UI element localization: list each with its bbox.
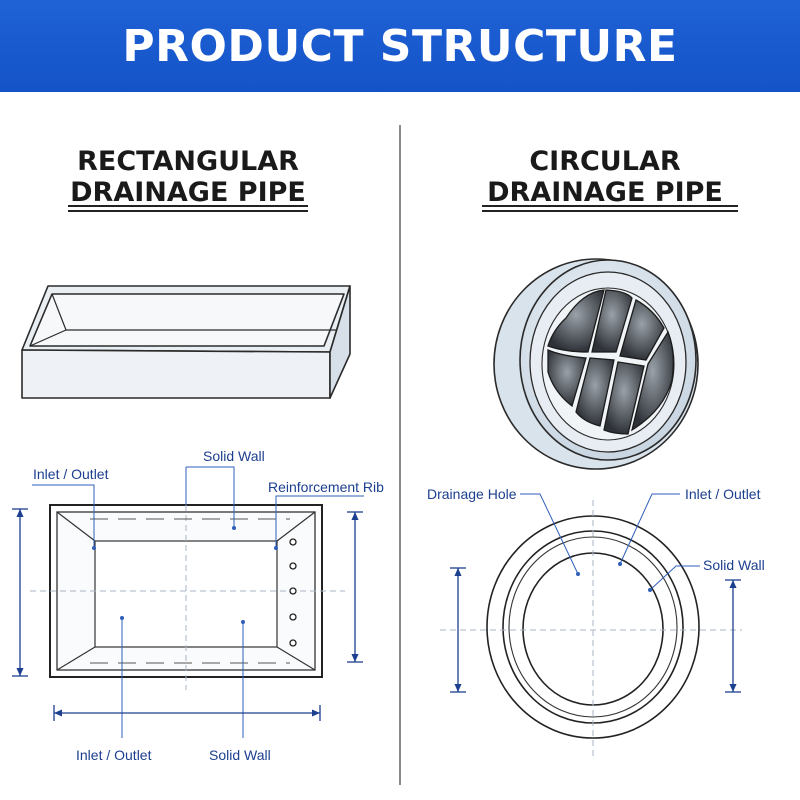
- circular-cross-section: [440, 493, 742, 760]
- rectangular-title-line1: RECTANGULAR: [77, 146, 299, 177]
- circular-title-rule-top: [482, 205, 738, 207]
- grille-openings: [547, 289, 674, 435]
- circular-title-line2: DRAINAGE PIPE: [487, 177, 723, 208]
- label-solid-wall-circular: Solid Wall: [703, 557, 765, 573]
- circular-title-rule-bottom: [482, 210, 738, 212]
- page-title: PRODUCT STRUCTURE: [122, 20, 678, 72]
- column-divider: [399, 125, 401, 785]
- circular-pipe-3d: [493, 258, 699, 470]
- rectangular-title-line2: DRAINAGE PIPE: [70, 177, 306, 208]
- label-inlet-outlet-bottom: Inlet / Outlet: [76, 747, 152, 763]
- header-banner: PRODUCT STRUCTURE: [0, 0, 800, 92]
- rectangular-title-rule-top: [68, 205, 308, 207]
- label-inlet-outlet-top: Inlet / Outlet: [33, 466, 109, 482]
- rectangular-cross-section: [12, 466, 364, 738]
- label-drainage-hole: Drainage Hole: [427, 486, 517, 502]
- label-reinforcement-rib: Reinforcement Rib: [268, 479, 384, 495]
- circular-pipe-title: CIRCULAR DRAINAGE PIPE: [470, 146, 740, 208]
- rectangular-pipe-3d: [21, 285, 351, 399]
- label-solid-wall-top: Solid Wall: [203, 448, 265, 464]
- circular-title-line1: CIRCULAR: [529, 146, 681, 177]
- label-inlet-outlet-circular: Inlet / Outlet: [685, 486, 761, 502]
- label-solid-wall-bottom: Solid Wall: [209, 747, 271, 763]
- rectangular-pipe-title: RECTANGULAR DRAINAGE PIPE: [60, 146, 316, 208]
- rectangular-title-rule-bottom: [68, 210, 308, 212]
- reinforcement-rib-holes: [289, 538, 297, 647]
